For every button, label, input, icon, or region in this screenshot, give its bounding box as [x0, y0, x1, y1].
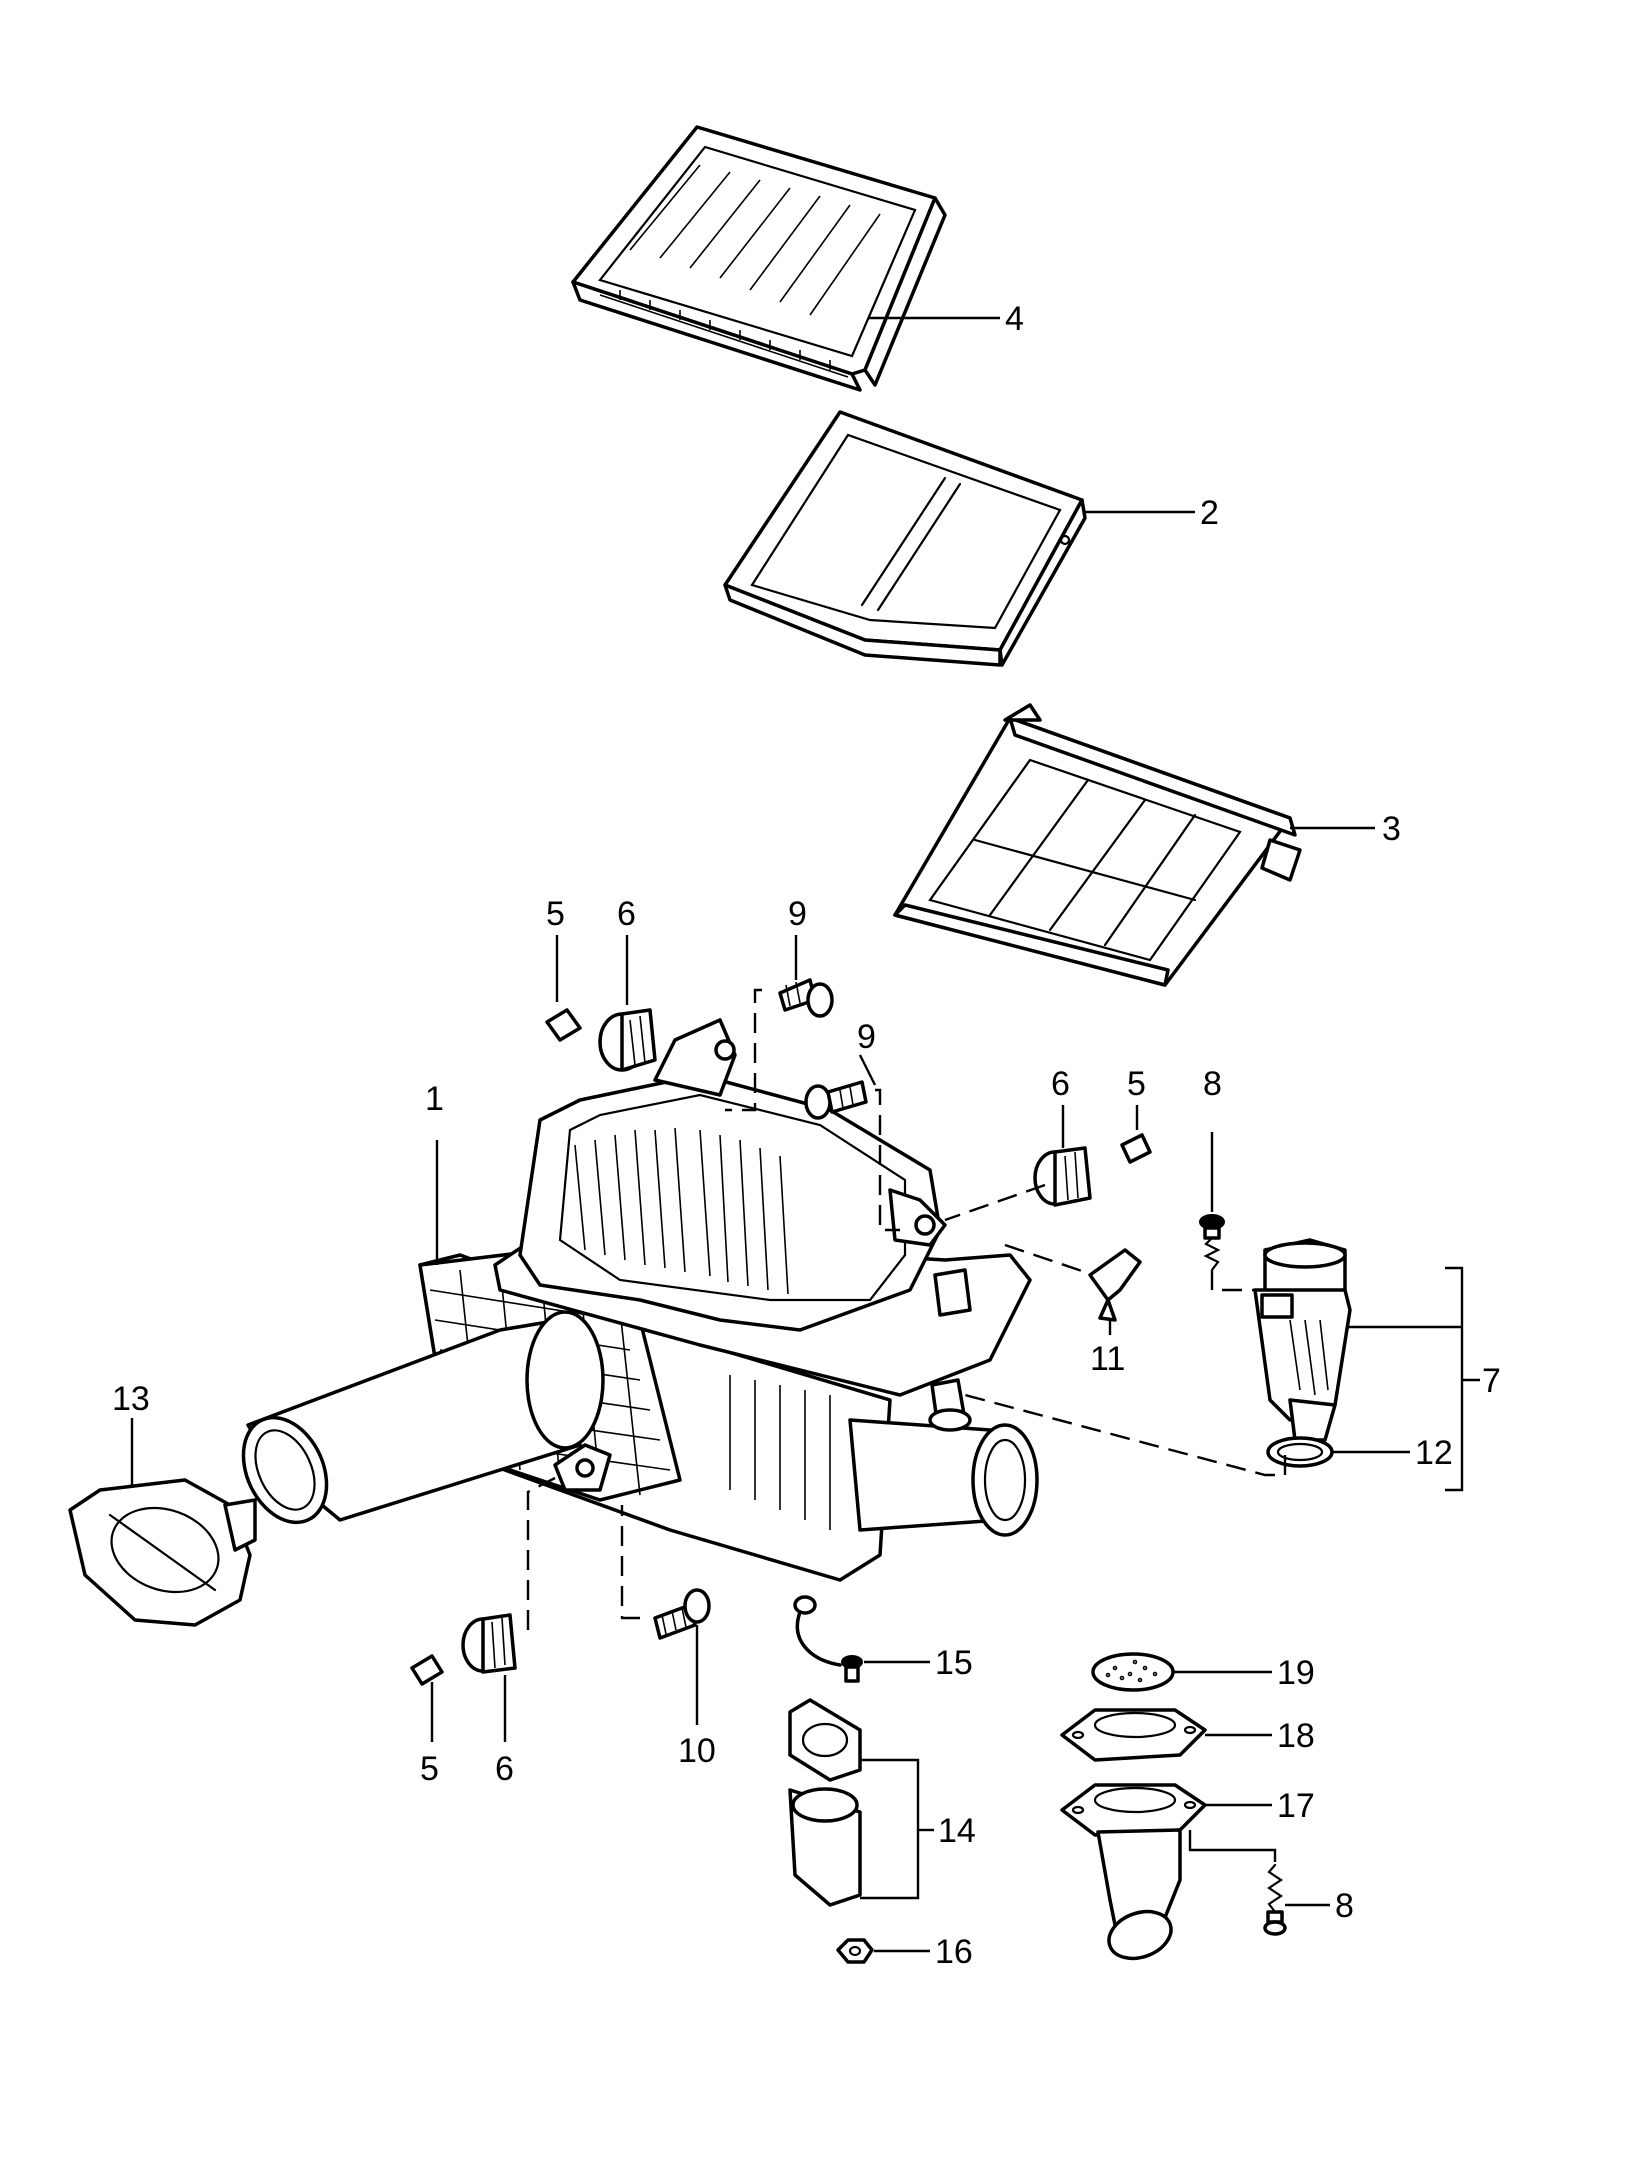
- hex-nut: [836, 1938, 930, 1964]
- callout-9-upper: 9: [788, 895, 807, 933]
- callout-10: 10: [678, 1732, 716, 1770]
- sleeve-lower-left: [410, 1654, 444, 1742]
- callout-6-lower-left: 6: [495, 1750, 514, 1788]
- sleeve-right: [1120, 1105, 1152, 1164]
- air-mass-meter: [1253, 1238, 1480, 1492]
- callout-4: 4: [1005, 300, 1024, 338]
- rubber-grommet-upper-left: [598, 935, 657, 1072]
- callout-12: 12: [1415, 1434, 1453, 1472]
- retaining-clip: [1088, 1248, 1142, 1335]
- callout-6-right: 6: [1051, 1065, 1070, 1103]
- callout-9-lower: 9: [857, 1018, 876, 1056]
- rubber-grommet-lower-left: [461, 1613, 517, 1742]
- callout-7: 7: [1482, 1362, 1501, 1400]
- callout-5-right: 5: [1127, 1065, 1146, 1103]
- o-ring-gasket: [1266, 1436, 1410, 1468]
- callout-8-lower: 8: [1335, 1887, 1354, 1925]
- elbow-flange: [1060, 1783, 1277, 1961]
- filter-frame-tray: [723, 410, 1195, 667]
- callout-labels: 1 2 3 4 5 6 9 9 6 5 8 11 7 12 13 5 6 10 …: [112, 300, 1501, 1971]
- callout-6-upper-left: 6: [617, 895, 636, 933]
- adapter-with-gasket: [788, 1698, 934, 1907]
- callout-2: 2: [1200, 494, 1219, 532]
- callout-3: 3: [1382, 810, 1401, 848]
- ring-flange: [1060, 1708, 1272, 1762]
- callout-17: 17: [1277, 1787, 1315, 1825]
- screw-upper: [1199, 1132, 1225, 1272]
- callout-19: 19: [1277, 1654, 1315, 1692]
- air-filter-element: [571, 125, 1000, 392]
- air-filter-housing: [241, 1018, 1039, 1582]
- callout-16: 16: [935, 1933, 973, 1971]
- ground-wire: [793, 1595, 930, 1683]
- screw-lower: [1263, 1863, 1330, 1936]
- callout-18: 18: [1277, 1717, 1315, 1755]
- grid-insert: [893, 703, 1375, 987]
- callout-13: 13: [112, 1380, 150, 1418]
- filter-disc: [1091, 1652, 1272, 1692]
- callout-8-upper: 8: [1203, 1065, 1222, 1103]
- intake-duct-fitting: [68, 1418, 257, 1627]
- sleeve-upper-left: [545, 935, 582, 1042]
- mounting-bolt: [653, 1588, 711, 1725]
- callout-15: 15: [935, 1644, 973, 1682]
- callout-1: 1: [425, 1080, 444, 1118]
- callout-5-upper-left: 5: [546, 895, 565, 933]
- bolt-upper: [778, 935, 834, 1018]
- callout-11: 11: [1090, 1340, 1125, 1378]
- bolt-lower: [804, 1054, 877, 1120]
- rubber-grommet-right: [1033, 1105, 1092, 1207]
- callout-5-lower-left: 5: [420, 1750, 439, 1788]
- callout-14: 14: [938, 1812, 976, 1850]
- assembly-guide-lines: [526, 988, 1287, 1630]
